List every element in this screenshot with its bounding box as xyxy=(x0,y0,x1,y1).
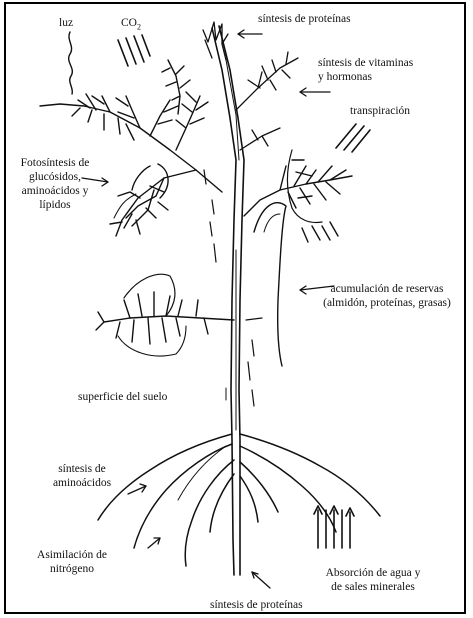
aminoacids-line2: aminoácidos xyxy=(40,476,124,490)
upper-right-branch xyxy=(236,52,298,150)
label-photosynthesis: Fotosíntesis de glucósidos, aminoácidos … xyxy=(14,156,96,212)
label-transpiration: transpiración xyxy=(350,104,410,118)
vitamins-line1: síntesis de vitaminas xyxy=(318,56,413,70)
co2-arrows xyxy=(118,35,150,66)
label-nitrogen-assimilation: Asimilación de nitrógeno xyxy=(24,548,120,576)
photosynthesis-line2: glucósidos, xyxy=(14,170,96,184)
label-top-protein-synthesis: síntesis de proteínas xyxy=(258,12,351,26)
co2-base: CO xyxy=(121,17,137,29)
light-wavy-line xyxy=(69,32,73,94)
nitrogen-line2: nitrógeno xyxy=(24,562,120,576)
reserves-line2: (almidón, proteínas, grasas) xyxy=(314,296,460,310)
pointer-arrows xyxy=(82,30,334,588)
nitrogen-line1: Asimilación de xyxy=(24,548,120,562)
middle-right-leaf xyxy=(244,150,352,366)
absorption-line1: Absorción de agua y xyxy=(310,566,436,580)
label-water-absorption: Absorción de agua y de sales minerales xyxy=(310,566,436,594)
photosynthesis-leaf xyxy=(110,164,196,236)
root-system xyxy=(98,434,380,566)
vitamins-line2: y hormonas xyxy=(318,70,413,84)
transpiration-marks xyxy=(336,124,370,152)
reserves-line1: acumulación de reservas xyxy=(314,282,460,296)
label-aminoacid-synthesis: síntesis de aminoácidos xyxy=(40,462,124,490)
label-bottom-protein-synthesis: síntesis de proteínas xyxy=(210,598,303,612)
lower-left-leaf xyxy=(96,274,234,356)
label-reserves: acumulación de reservas (almidón, proteí… xyxy=(314,282,460,310)
label-vitamins-hormones: síntesis de vitaminas y hormonas xyxy=(318,56,413,84)
label-soil-surface: superficie del suelo xyxy=(78,390,167,404)
label-luz: luz xyxy=(59,16,73,30)
photosynthesis-line1: Fotosíntesis de xyxy=(14,156,96,170)
label-co2: CO2 xyxy=(121,16,141,34)
main-stem xyxy=(212,26,244,575)
co2-subscript: 2 xyxy=(137,22,141,31)
aminoacids-line1: síntesis de xyxy=(40,462,124,476)
absorption-line2: de sales minerales xyxy=(310,580,436,594)
photosynthesis-line4: lípidos xyxy=(14,198,96,212)
photosynthesis-line3: aminoácidos y xyxy=(14,184,96,198)
